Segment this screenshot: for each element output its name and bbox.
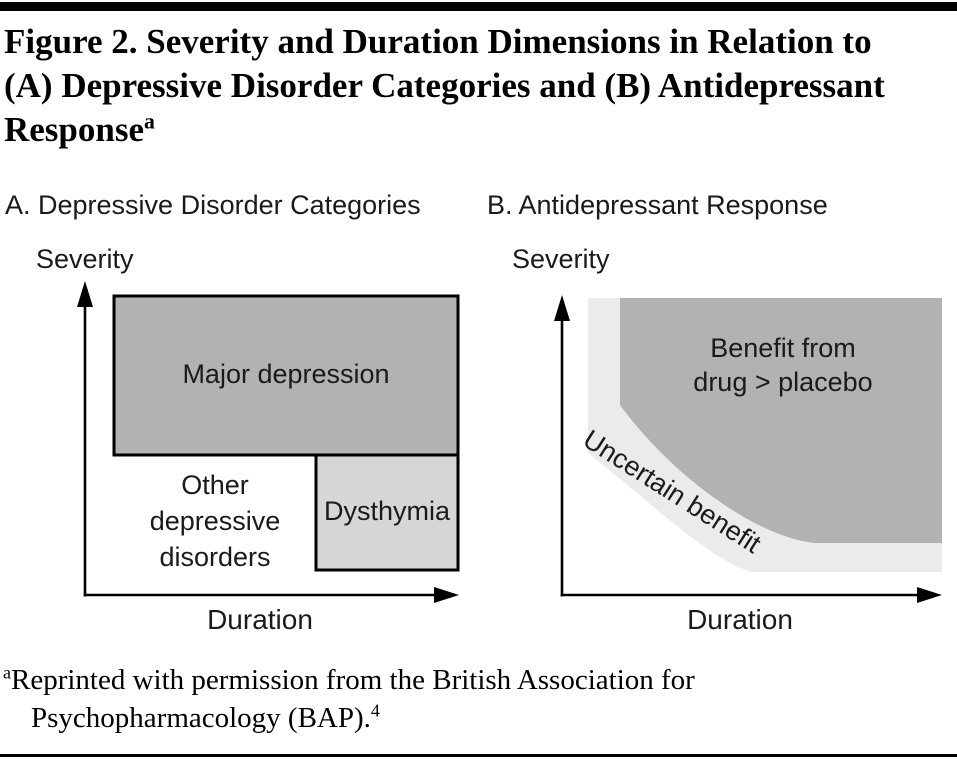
benefit-label-line1: Benefit from [710,333,856,363]
footnote-line2: Psychopharmacology (BAP).4 [3,699,933,737]
footnote-line2-text: Psychopharmacology (BAP). [31,702,371,734]
panel-b-header: B. Antidepressant Response [487,190,828,220]
other-label-line1: Other [181,470,249,500]
other-label-line3: disorders [159,542,271,572]
panel-b-y-axis-arrow-icon [554,295,570,321]
footnote-line1-text: Reprinted with permission from the Briti… [10,664,695,696]
benefit-region [620,298,942,543]
figure-title-line1: Figure 2. Severity and Duration Dimensio… [4,22,872,61]
top-rule [0,2,957,11]
figure-title-line3: Responsea [4,108,954,152]
other-depressive-disorders-label: Other depressive disorders [120,467,310,575]
footnote-line1: aReprinted with permission from the Brit… [3,661,933,699]
panel-b-severity-label: Severity [512,244,610,274]
bottom-rule [0,754,957,757]
figure-title-line3-text: Response [4,110,145,149]
panel-a-y-axis-arrow-icon [77,281,93,307]
footnote: aReprinted with permission from the Brit… [3,661,933,737]
panel-a-duration-label: Duration [207,604,313,635]
benefit-label-line2: drug > placebo [693,367,873,397]
panel-a-severity-label: Severity [36,244,134,274]
figure-title-superscript: a [144,109,155,134]
dysthymia-label: Dysthymia [323,496,451,526]
major-depression-region [112,294,460,457]
major-depression-label: Major depression [182,359,390,389]
panel-a-x-axis-arrow-icon [434,587,459,603]
footnote-reference-superscript: 4 [370,700,380,721]
footnote-superscript: a [3,662,11,683]
panel-b-duration-label: Duration [687,604,793,635]
benefit-label: Benefit from drug > placebo [622,331,944,399]
other-label-line2: depressive [149,506,281,536]
figure-title-line2: (A) Depressive Disorder Categories and (… [4,66,885,105]
panel-b-x-axis-arrow-icon [917,587,942,603]
panel-a-header: A. Depressive Disorder Categories [5,190,421,220]
dysthymia-region [314,453,460,572]
figure-title: Figure 2. Severity and Duration Dimensio… [4,20,954,152]
